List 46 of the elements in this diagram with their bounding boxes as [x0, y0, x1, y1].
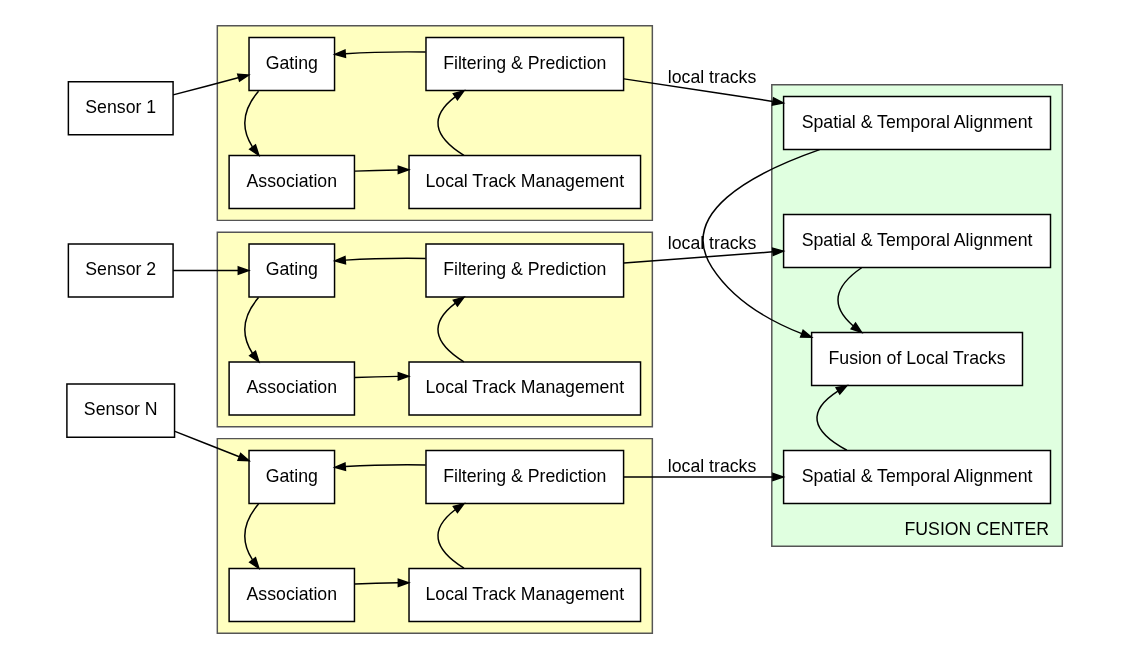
node-box: Spatial & Temporal Alignment	[782, 95, 1052, 151]
arrow	[437, 89, 466, 157]
arrow	[623, 472, 786, 482]
arrow	[172, 73, 251, 96]
cluster	[216, 231, 654, 428]
node-box: Filtering & Prediction	[425, 36, 625, 92]
arrow	[437, 296, 466, 363]
node-box: Local Track Management	[408, 361, 642, 416]
arrow	[816, 384, 849, 451]
node-box: Sensor 1	[67, 81, 174, 136]
arrow	[244, 90, 261, 158]
node-box: Gating	[248, 243, 336, 298]
cluster	[216, 25, 654, 222]
arrow	[623, 247, 786, 264]
node-box: Sensor 2	[67, 243, 174, 298]
arrow	[437, 502, 466, 569]
node-box: Fusion of Local Tracks	[810, 331, 1024, 387]
arrow	[244, 503, 261, 570]
node-box: Filtering & Prediction	[425, 449, 625, 505]
node-box: Local Track Management	[408, 567, 642, 623]
edge-label: local tracks	[667, 233, 757, 254]
node-box: Spatial & Temporal Alignment	[782, 449, 1052, 505]
arrow	[174, 430, 252, 462]
arrow	[332, 255, 427, 265]
node-box: Association	[228, 567, 356, 623]
arrow	[244, 296, 261, 364]
node-box: Gating	[248, 449, 336, 505]
node-box: Association	[228, 361, 356, 416]
node-box: Filtering & Prediction	[425, 243, 625, 298]
arrow	[837, 267, 864, 334]
node-box: Association	[228, 154, 356, 210]
arrow	[702, 148, 821, 339]
node-box: Spatial & Temporal Alignment	[782, 213, 1052, 269]
cluster	[216, 437, 654, 634]
edge-label: local tracks	[667, 455, 757, 476]
arrow	[172, 265, 251, 276]
arrow	[354, 578, 411, 588]
arrow	[623, 78, 786, 106]
arrow	[354, 371, 411, 381]
arrow	[332, 461, 427, 472]
node-box: Gating	[248, 36, 336, 92]
arrow	[354, 165, 411, 175]
edge-label: local tracks	[667, 66, 757, 87]
arrow	[332, 49, 427, 59]
node-box: Sensor N	[66, 383, 176, 438]
node-box: Local Track Management	[408, 154, 642, 210]
